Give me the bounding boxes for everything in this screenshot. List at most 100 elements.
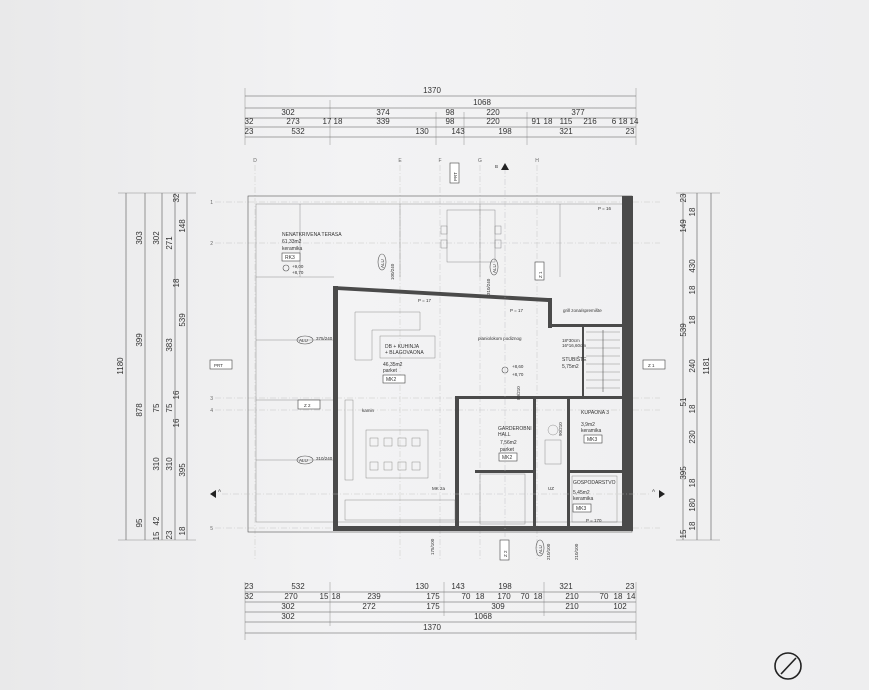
axis-label-v: F (438, 158, 441, 164)
room-area: 5,75m2 (562, 364, 579, 370)
room-floor: parket (500, 447, 515, 453)
room-floor: keramika (573, 496, 594, 502)
openings: ALU 375/240 ALU 310/240 ALU 100/240 ALU … (296, 253, 579, 560)
prt-tag-left: PRT (214, 363, 223, 368)
right-dim-2: 230 (688, 430, 697, 444)
level-b: +8,70 (512, 372, 524, 377)
room-area: 5,45m2 (573, 490, 590, 496)
left-dim-3: 310 (152, 457, 161, 471)
top-dim-5: 130 (415, 127, 429, 136)
left-dim-2: 95 (135, 518, 144, 527)
left-dim-6: 16 (172, 390, 181, 399)
prt-tag-top: PRT (453, 172, 458, 181)
section-a-right: A (652, 488, 655, 493)
right-dim-2: 395 (679, 466, 688, 480)
room-bath: KUPAONA 3 3,9m2 keramika MK3 (581, 410, 609, 444)
kamin-label: kamin (362, 408, 375, 413)
bottom-dim-5: 1370 (423, 623, 441, 632)
right-dim-2: 539 (679, 323, 688, 337)
top-dim-5: 532 (291, 127, 305, 136)
top-dim-1: 1370 (423, 86, 441, 95)
room-area: 46,35m2 (383, 362, 403, 368)
left-dim-6: 23 (165, 530, 174, 539)
bottom-dim-3: 102 (613, 602, 627, 611)
p17-label: P = 17 (510, 308, 524, 313)
top-dim-4: 216 (583, 117, 597, 126)
right-dim-3: 23 (679, 193, 688, 202)
bottom-dim-2: 70 (462, 592, 471, 601)
grill-label: grill zona/spremište (563, 308, 602, 313)
right-dimensions: 1181 149 430 539 240 51 230 395 180 15 2… (676, 192, 720, 541)
room-living: DB + KUHINJA+ BLAGOVAONA 46,35m2 parket … (382, 344, 424, 384)
room-area: 3,9m2 (581, 422, 595, 428)
left-dim-5: 395 (178, 463, 187, 477)
left-dim-6: 16 (172, 418, 181, 427)
left-dim-6: 18 (172, 278, 181, 287)
axis-label-v: H (535, 158, 539, 164)
level-mark: +8,70 (292, 270, 304, 275)
right-dim-3: 18 (688, 315, 697, 324)
level-a: +8,60 (512, 364, 524, 369)
top-dim-4: 6 (612, 117, 617, 126)
right-dim-2: 240 (688, 359, 697, 373)
top-dim-4: 273 (286, 117, 300, 126)
axis-label-h: 1 (210, 200, 213, 206)
left-dim-2: 878 (135, 403, 144, 417)
top-dim-5: 321 (559, 127, 573, 136)
left-dim-3: 75 (152, 403, 161, 412)
room-name: STUBIŠTE (562, 356, 587, 363)
bottom-dim-2: 14 (627, 592, 636, 601)
z1-tag-right: Z 1 (648, 363, 655, 368)
opening-code: 100/240 (390, 263, 395, 280)
bottom-dim-2: 70 (600, 592, 609, 601)
room-code: MK2 (386, 377, 397, 383)
walls (333, 196, 633, 531)
bottom-dim-2: 18 (534, 592, 543, 601)
opening-code: 175/100 (430, 538, 435, 555)
right-dim-3: 18 (688, 521, 697, 530)
top-dim-4: 18 (334, 117, 343, 126)
top-dim-4: 32 (245, 117, 254, 126)
bottom-dim-4: 1068 (474, 612, 492, 621)
room-floor: keramika (581, 428, 602, 434)
top-dim-5: 23 (626, 127, 635, 136)
bottom-dim-1: 23 (245, 582, 254, 591)
p17-label: P = 17 (418, 298, 432, 303)
planned-label: planiolokom podiznog (478, 336, 522, 341)
top-dim-4: 18 (619, 117, 628, 126)
z2-tag-left: Z 2 (304, 403, 311, 408)
left-dim-total: 1180 (116, 357, 125, 375)
bottom-dim-1: 198 (498, 582, 512, 591)
left-dim-2: 303 (135, 231, 144, 245)
z2-tag-mid: Z 2 (503, 550, 508, 557)
top-dim-4: 91 (532, 117, 541, 126)
axis-label-h: 4 (210, 408, 213, 414)
top-dim-3: 374 (376, 108, 390, 117)
room-code: RK3 (285, 255, 295, 261)
bottom-dim-1: 130 (415, 582, 429, 591)
room-code: MK3 (576, 506, 587, 512)
right-dim-2: 51 (679, 397, 688, 406)
outdoor-dining-set (440, 209, 502, 263)
top-dim-4: 17 (323, 117, 332, 126)
left-dim-2: 399 (135, 333, 144, 347)
level-symbol-icon (282, 264, 290, 272)
alu-tag: ALU (299, 458, 308, 463)
right-dim-2: 15 (679, 529, 688, 538)
opening-code: 310/240 (486, 278, 491, 295)
wall-tags: PRT PRT Z 1 Z 1 Z 2 Z 2 (209, 162, 666, 561)
bottom-dim-1: 321 (559, 582, 573, 591)
section-arrow-icon (501, 163, 509, 170)
room-code: MK3 (587, 437, 598, 443)
right-dim-2: 180 (688, 498, 697, 512)
alu-tag: ALU (492, 264, 497, 273)
left-dim-3: 42 (152, 516, 161, 525)
opening-code: 310/240 (316, 456, 333, 461)
axis-label-v: G (478, 158, 482, 164)
z1-tag-top: Z 1 (538, 271, 543, 278)
bottom-dim-2: 210 (565, 592, 579, 601)
room-code: MK2 (502, 455, 513, 461)
